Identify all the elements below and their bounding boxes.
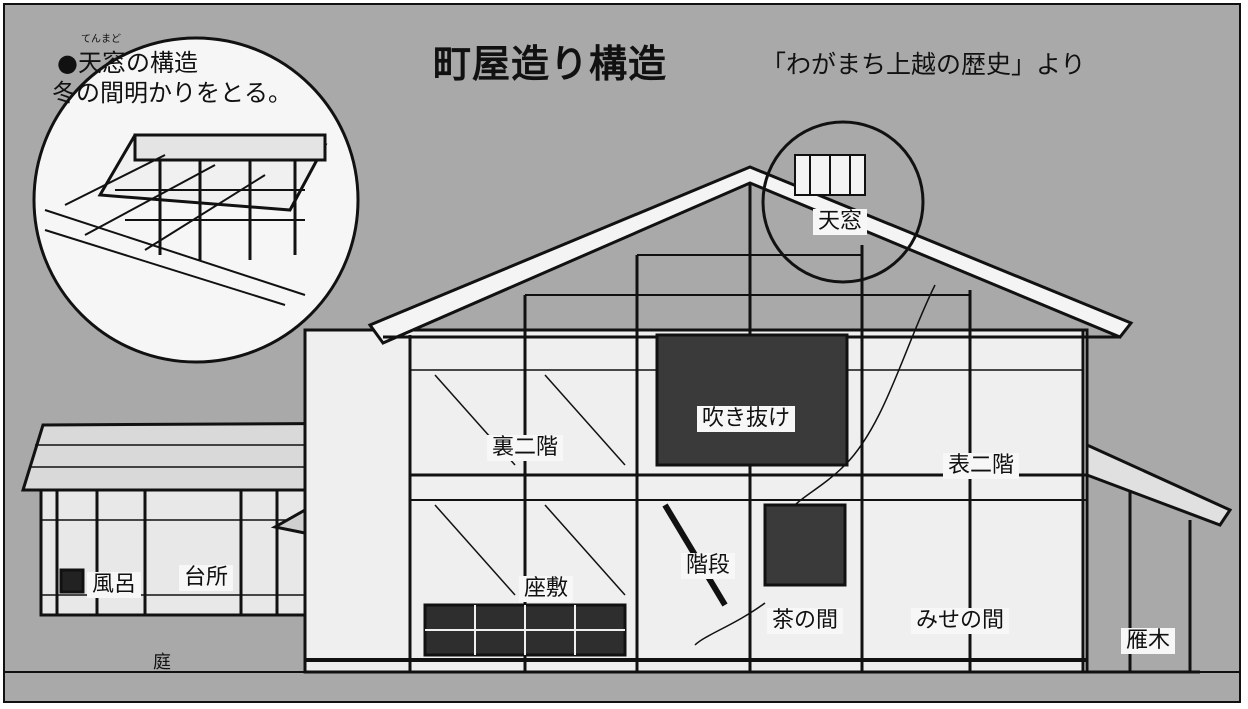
label-tenmado: 天窓 bbox=[813, 209, 868, 235]
skylight-highlight-circle bbox=[761, 120, 925, 284]
inset-ruby-reading: てんまど bbox=[81, 34, 121, 45]
label-omote-nikai: 表二階 bbox=[943, 453, 1020, 479]
label-kaidan: 階段 bbox=[681, 553, 736, 579]
house-illustration bbox=[5, 36, 1239, 674]
label-mise-no-ma: みせの間 bbox=[911, 608, 1010, 634]
source-citation: 「わがまち上越の歴史」より bbox=[761, 50, 1086, 79]
label-zashiki: 座敷 bbox=[519, 576, 574, 602]
label-ura-nikai: 裏二階 bbox=[487, 435, 564, 461]
label-daidokoro: 台所 bbox=[179, 565, 234, 591]
diagram-title: 町屋造り構造 bbox=[433, 42, 668, 86]
inset-heading: ●天窓の構造 bbox=[57, 49, 198, 77]
label-gangi: 雁木 bbox=[1121, 628, 1176, 654]
label-fukinuke: 吹き抜け bbox=[697, 406, 796, 432]
label-niwa: 庭 bbox=[153, 652, 171, 673]
diagram-frame: 町屋造り構造 「わがまち上越の歴史」より てんまど ●天窓の構造 冬の間明かりを… bbox=[3, 3, 1241, 703]
skylight-detail-drawing bbox=[44, 133, 328, 306]
label-cha-no-ma: 茶の間 bbox=[767, 608, 844, 634]
label-furo: 風呂 bbox=[87, 572, 142, 598]
inset-note: 冬の間明かりをとる。 bbox=[52, 79, 292, 107]
